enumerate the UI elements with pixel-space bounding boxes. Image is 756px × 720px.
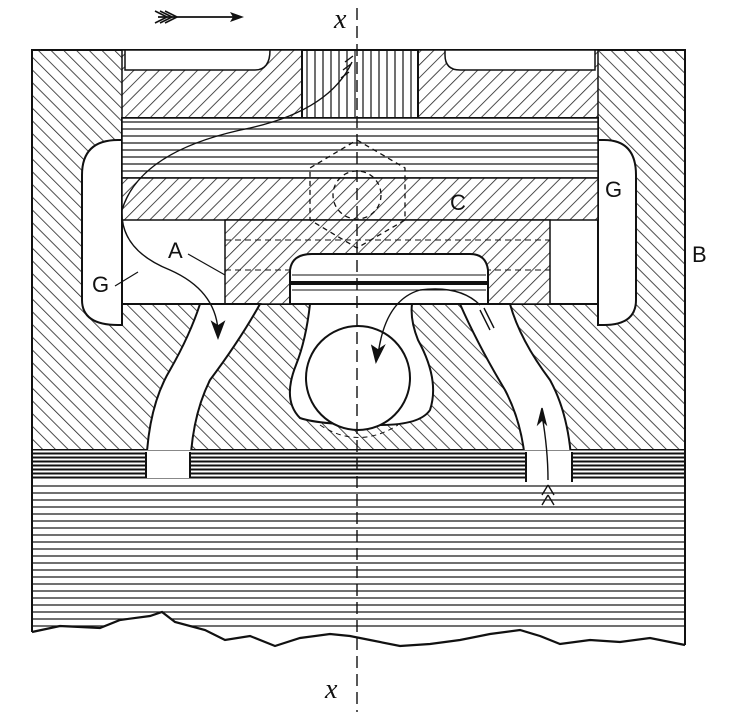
leader-A — [187, 253, 226, 276]
label-B: B — [692, 242, 707, 267]
lower-pipe — [31, 450, 686, 648]
flow-path-arrows — [121, 55, 555, 506]
flow-direction-arrow-icon — [154, 10, 244, 24]
valve-body-B — [31, 49, 686, 483]
axis-label-top: x — [333, 4, 347, 35]
leader-G-left — [114, 271, 139, 287]
label-G-right: G — [605, 177, 622, 202]
label-C: C — [450, 190, 466, 215]
label-G-left: G — [92, 272, 109, 297]
label-A: A — [168, 238, 183, 263]
axis-label-bottom: x — [324, 674, 338, 705]
